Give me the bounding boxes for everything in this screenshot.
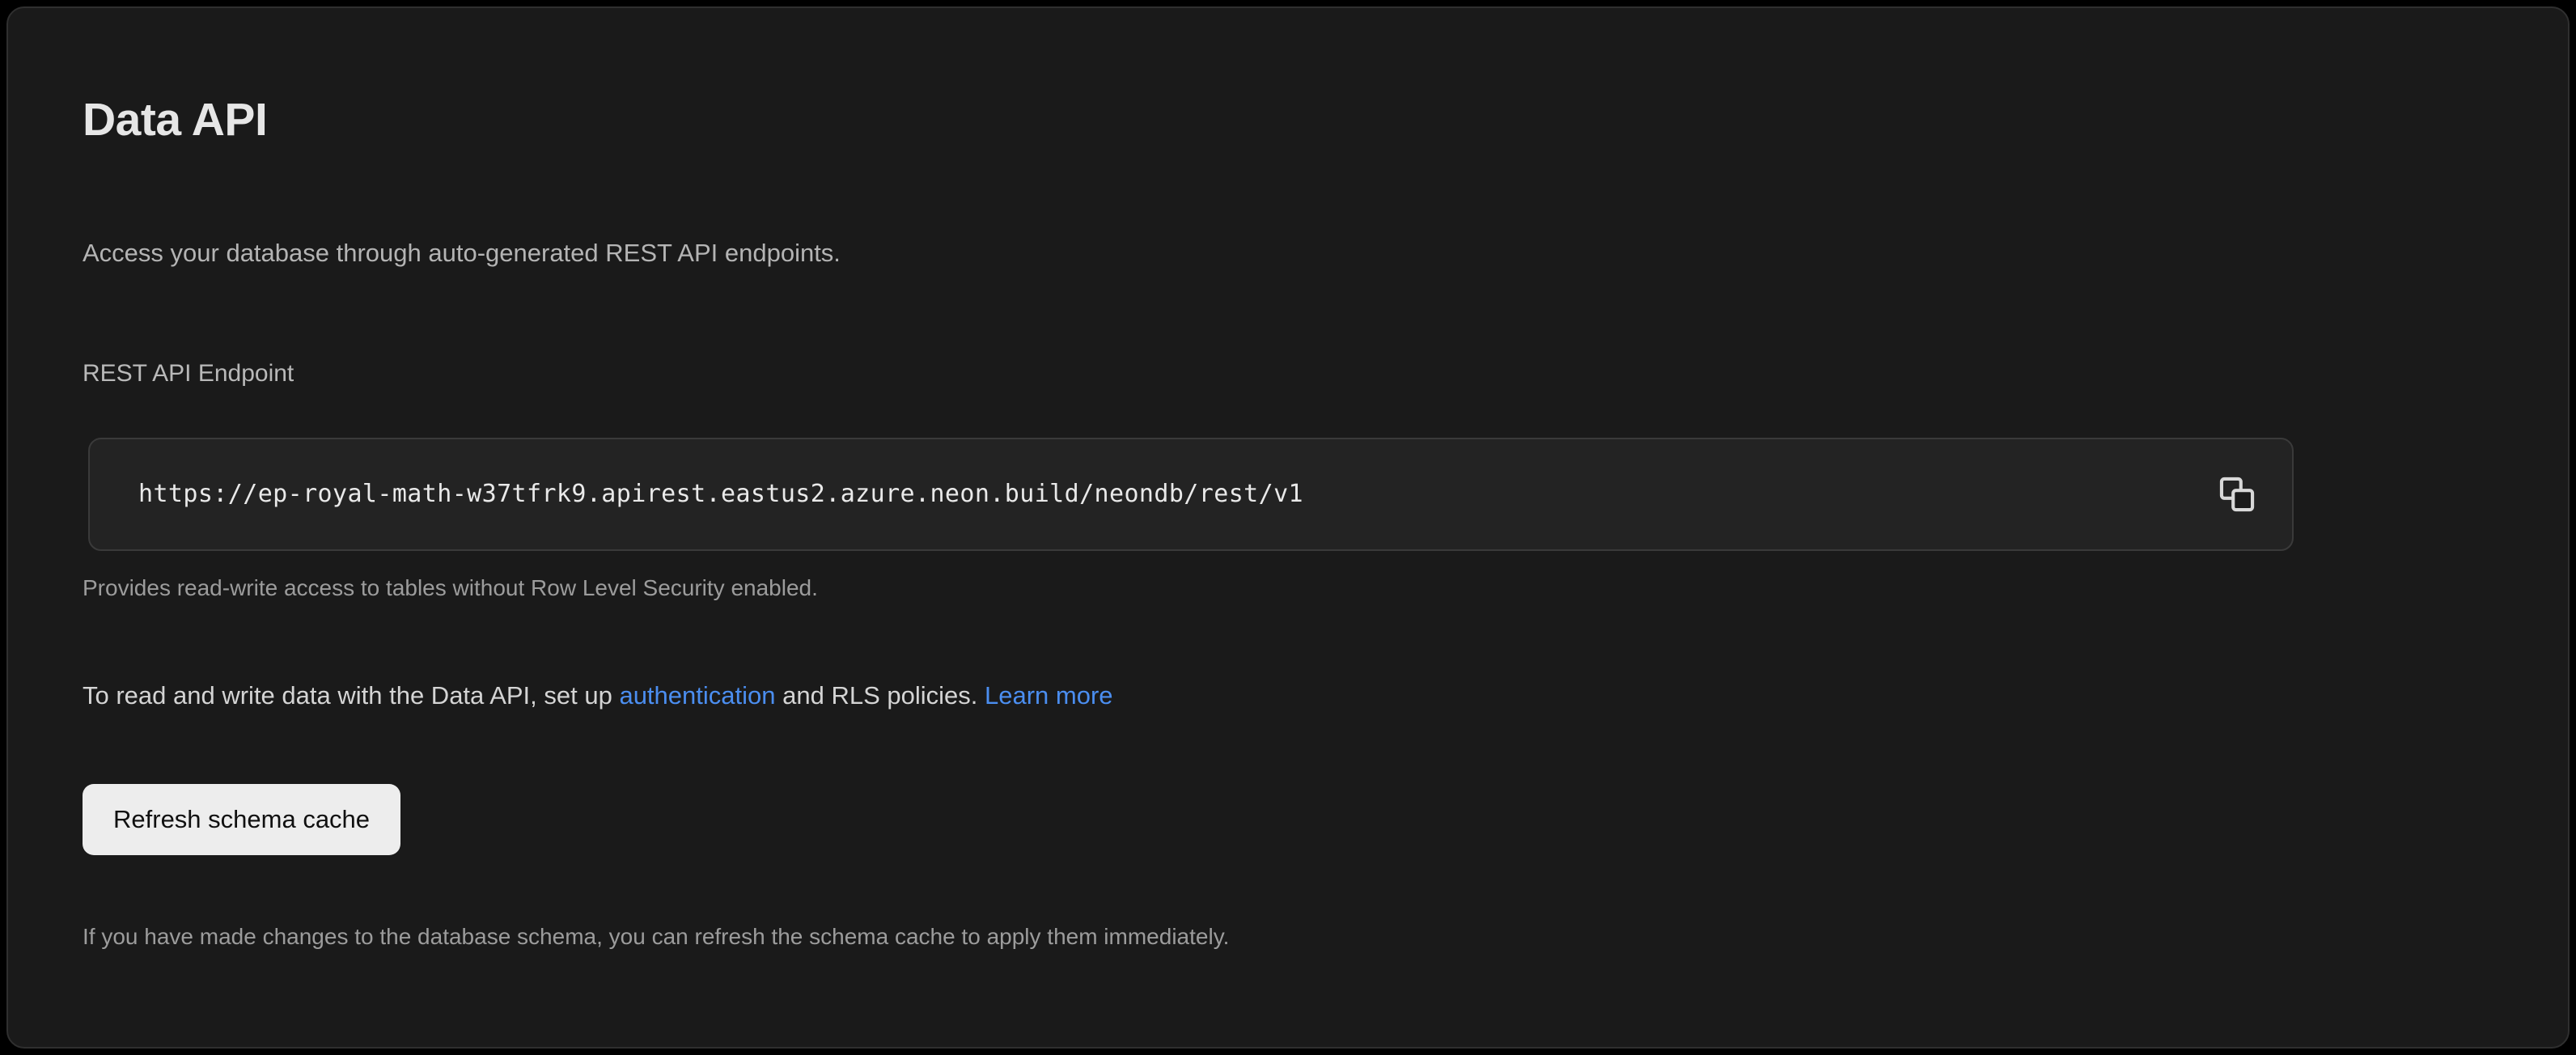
page-title: Data API xyxy=(83,94,268,146)
rest-api-endpoint-label: REST API Endpoint xyxy=(83,360,294,387)
refresh-schema-cache-button[interactable]: Refresh schema cache xyxy=(83,784,401,855)
rest-api-endpoint-field[interactable]: https://ep-royal-math-w37tfrk9.apirest.e… xyxy=(88,438,2294,551)
info-paragraph-middle: and RLS policies. xyxy=(775,681,985,710)
endpoint-helper-text: Provides read-write access to tables wit… xyxy=(83,575,818,600)
page-subtitle: Access your database through auto-genera… xyxy=(83,239,841,267)
data-api-card: Data API Access your database through au… xyxy=(6,6,2570,1049)
authentication-link[interactable]: authentication xyxy=(619,681,776,710)
info-paragraph-prefix: To read and write data with the Data API… xyxy=(83,681,620,710)
learn-more-link[interactable]: Learn more xyxy=(984,681,1113,710)
refresh-helper-text: If you have made changes to the database… xyxy=(83,924,1230,949)
copy-icon xyxy=(2216,473,2258,515)
copy-endpoint-button[interactable] xyxy=(2216,473,2258,515)
rest-api-endpoint-value[interactable]: https://ep-royal-math-w37tfrk9.apirest.e… xyxy=(138,480,1303,508)
data-api-info-paragraph: To read and write data with the Data API… xyxy=(83,679,1113,713)
